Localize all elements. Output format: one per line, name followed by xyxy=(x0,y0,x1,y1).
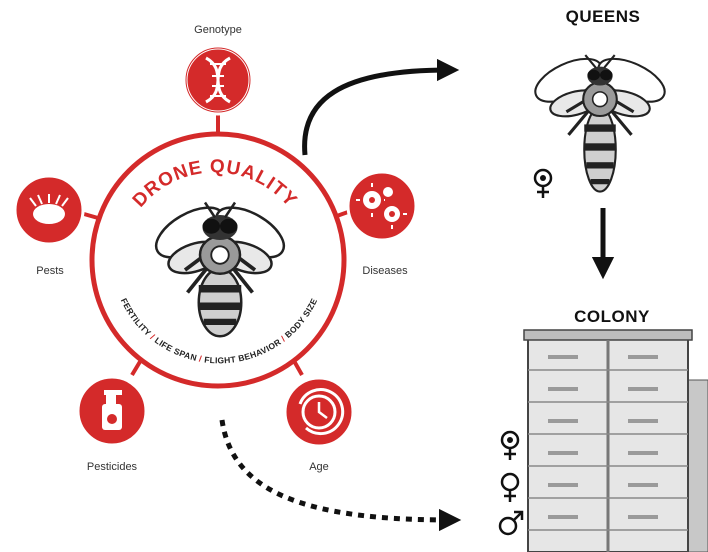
trait-separator: / xyxy=(149,332,159,343)
factor-pesticides: Pesticides xyxy=(76,375,148,473)
male-symbol xyxy=(498,510,524,536)
female-with-dot-symbol xyxy=(500,430,520,462)
mite-icon xyxy=(29,194,69,224)
factor-age-label: Age xyxy=(309,461,329,473)
queen-bee-illustration xyxy=(527,48,673,194)
trait-separator: / xyxy=(198,354,205,365)
factor-genotype: Genotype xyxy=(182,24,254,116)
factor-pests: Pests xyxy=(13,174,85,277)
dotted-arrow-to-colony xyxy=(219,419,462,532)
factor-age: Age xyxy=(283,376,355,473)
factor-pesticides-label: Pesticides xyxy=(87,461,138,473)
colony-title: COLONY xyxy=(574,307,650,326)
factor-pests-label: Pests xyxy=(36,265,64,277)
trait-separator: / xyxy=(279,332,289,343)
factor-diseases-label: Diseases xyxy=(362,265,408,277)
female-symbol xyxy=(500,472,520,504)
virus-icon xyxy=(356,183,407,229)
female-with-dot-symbol xyxy=(533,168,553,200)
clock-icon xyxy=(298,388,345,436)
arrow-to-queens xyxy=(302,58,460,156)
beehive-illustration xyxy=(523,329,708,552)
factor-genotype-label: Genotype xyxy=(194,24,242,36)
drone-quality-hub: DRONE QUALITY FERTILITY / LIFE SPAN / FL… xyxy=(89,131,347,389)
dna-icon xyxy=(205,56,231,104)
factor-diseases: Diseases xyxy=(346,170,418,277)
queens-title: QUEENS xyxy=(566,7,641,26)
spray-bottle-icon xyxy=(102,390,122,430)
